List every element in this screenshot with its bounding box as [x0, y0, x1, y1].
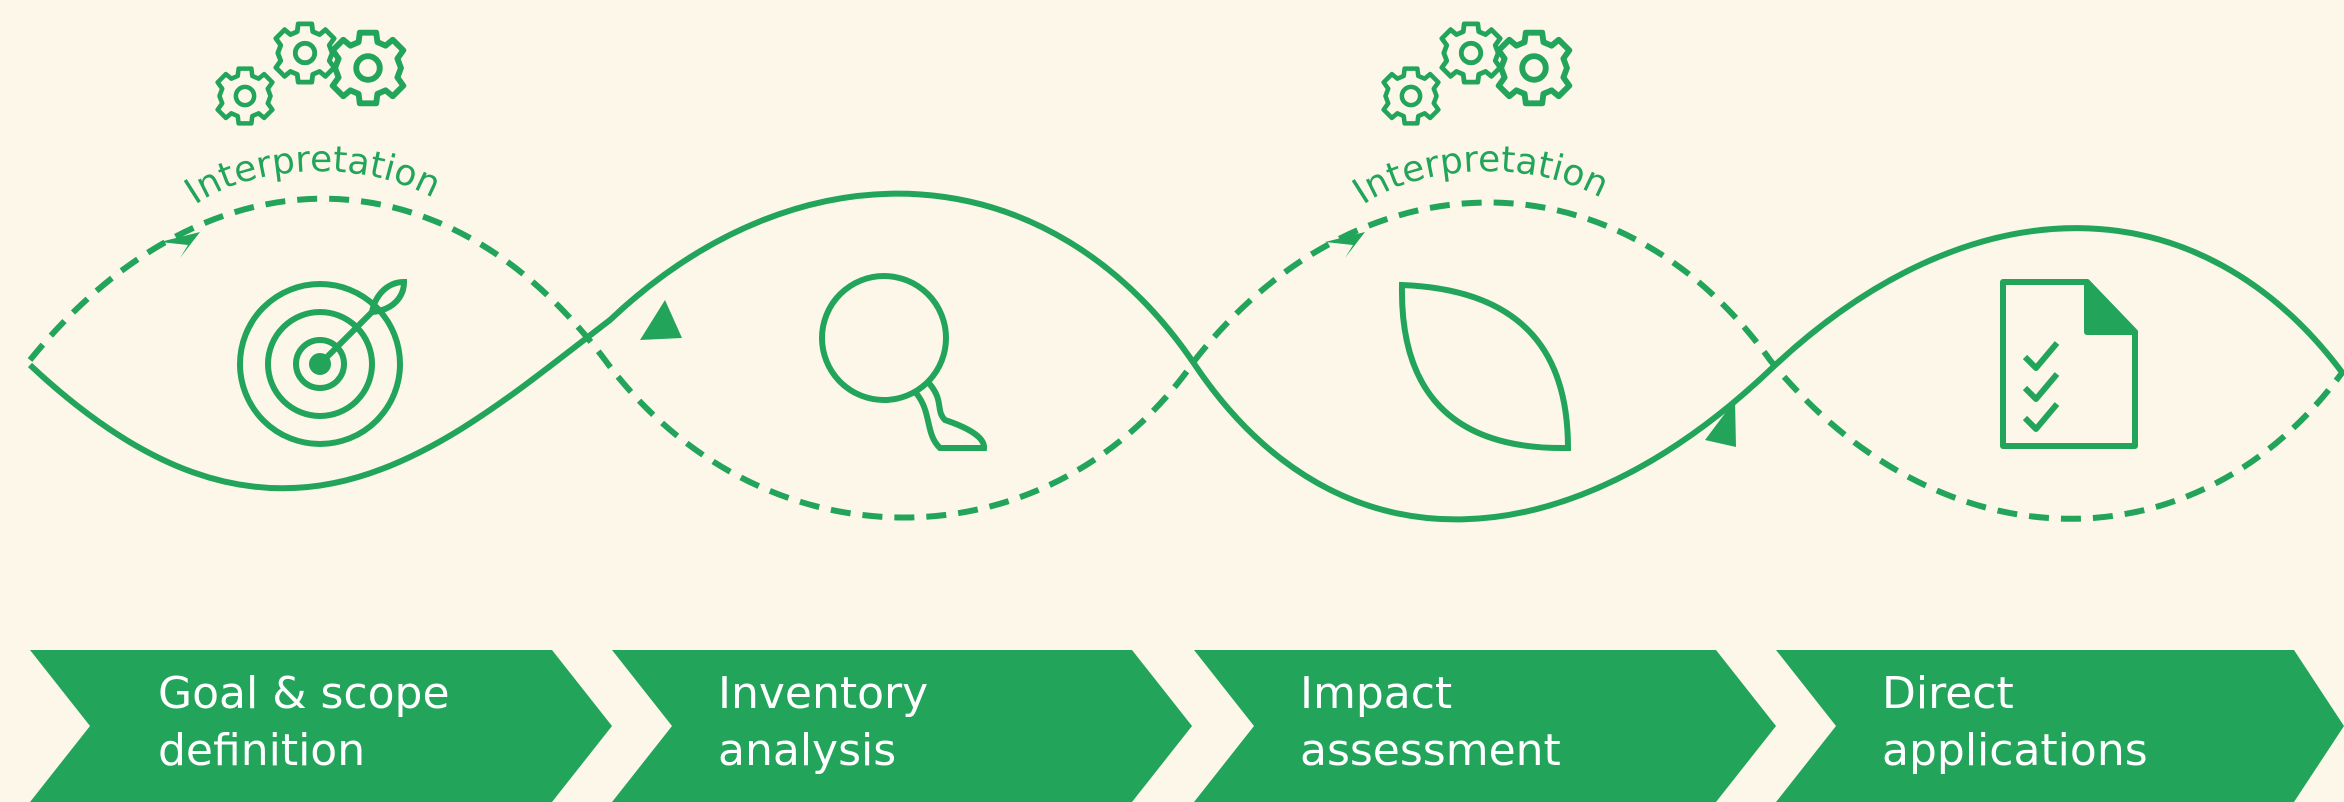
stage-chevron-4 [1776, 650, 2344, 802]
stage-label-goal-scope: Goal & scope definition [158, 668, 450, 776]
stage-chevron-3 [1194, 650, 1776, 802]
stage-label-inventory: Inventory analysis [718, 668, 929, 776]
flow-arrowhead-2 [1705, 400, 1736, 447]
main-flow-line [27, 190, 2344, 523]
magnifier-icon [819, 273, 987, 451]
leaf-icon [1398, 281, 1572, 452]
interpretation-arrow-2 [1325, 232, 1365, 258]
dashed-loop-line [27, 195, 2344, 522]
stage-label-impact: Impact assessment [1300, 668, 1561, 776]
interpretation-arrow-1 [160, 232, 200, 258]
stage-chevrons [30, 650, 2344, 802]
gears-icon [1384, 24, 1570, 123]
checklist-document-icon [2000, 279, 2138, 449]
stage-chevron-2 [612, 650, 1192, 802]
target-icon [237, 278, 408, 447]
stage-chevron-1 [30, 650, 612, 802]
flow-arrowhead-1 [640, 300, 682, 340]
gears-icon [218, 24, 404, 123]
stage-label-direct-applications: Direct applications [1882, 668, 2148, 776]
